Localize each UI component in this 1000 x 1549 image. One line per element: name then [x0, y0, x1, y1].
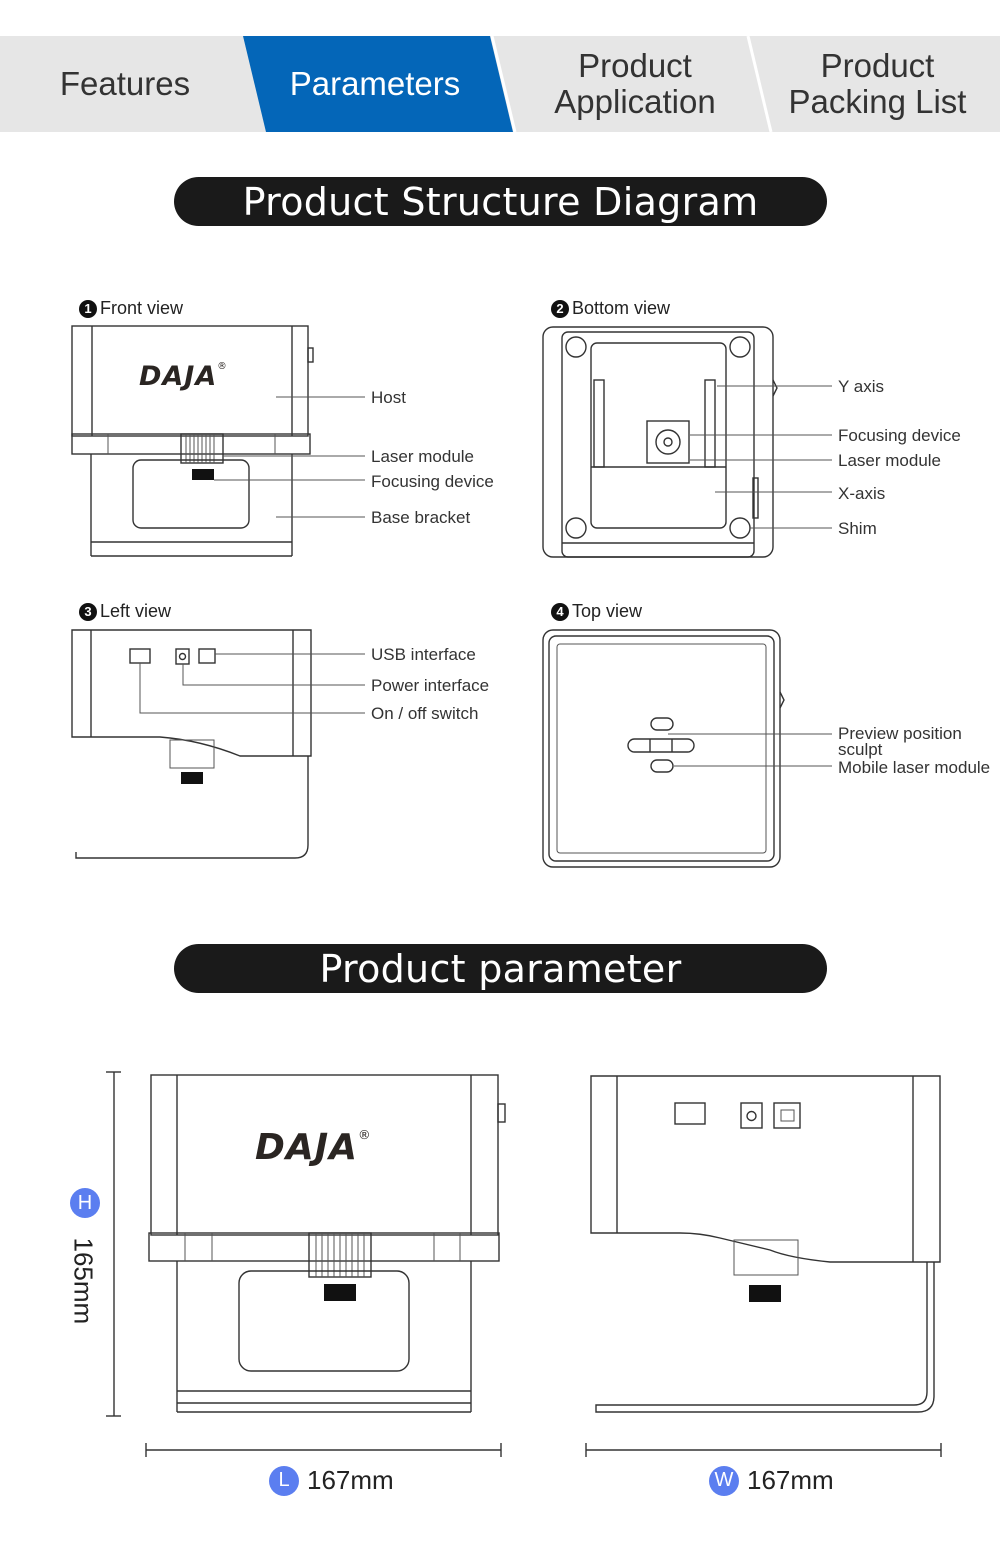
tab-label: Product Application — [554, 47, 716, 120]
active-tab-bg — [243, 36, 513, 132]
width-badge: W — [709, 1465, 739, 1496]
length-dimension: L 167mm — [269, 1465, 394, 1496]
callout-shim: Shim — [838, 519, 877, 538]
number-badge: 3 — [79, 602, 97, 621]
height-badge: H — [70, 1188, 100, 1218]
usb-port-icon — [198, 648, 216, 664]
brand-text: DAJA — [139, 361, 218, 392]
section-title-text: Product parameter — [319, 946, 682, 991]
callout-host: Host — [371, 388, 406, 407]
callout-power-interface: Power interface — [371, 676, 490, 695]
registered-mark: ® — [358, 1127, 372, 1142]
height-badge-letter: H — [70, 1188, 100, 1218]
tab-product-packing-list[interactable]: Product Packing List — [770, 36, 985, 132]
brand-text: DAJA — [255, 1127, 358, 1168]
tab-label: Product Packing List — [788, 47, 967, 120]
section-title-structure: Product Structure Diagram — [174, 177, 827, 226]
view-title-text: Bottom view — [572, 298, 671, 318]
tab-parameters[interactable]: Parameters — [255, 36, 495, 132]
tab-label: Parameters — [289, 65, 461, 102]
callout-focusing-device: Focusing device — [838, 426, 961, 445]
callout-laser-module: Laser module — [371, 447, 475, 466]
bottom-view-title: 2 Bottom view — [551, 298, 670, 319]
tab-features[interactable]: Features — [20, 36, 230, 132]
focusing-knob — [192, 469, 214, 480]
callout-focusing-device: Focusing device — [371, 472, 494, 491]
top-view-title: 4 Top view — [551, 601, 642, 622]
section-title-parameter: Product parameter — [174, 944, 827, 993]
view-title-text: Left view — [100, 601, 172, 621]
length-value: 167mm — [307, 1465, 394, 1495]
number-badge: 1 — [79, 299, 97, 318]
callout-usb-interface: USB interface — [371, 645, 476, 664]
width-value: 167mm — [747, 1465, 834, 1495]
tab-label: Features — [59, 65, 191, 102]
callout-x-axis: X-axis — [838, 484, 886, 503]
number-badge: 4 — [551, 602, 569, 621]
callout-laser-module: Laser module — [838, 451, 942, 470]
callout-preview-position-sculpt: Preview position sculpt — [838, 724, 962, 759]
view-title-text: Top view — [572, 601, 643, 621]
brand-logo: DAJA® — [139, 361, 228, 392]
width-dimension: W 167mm — [709, 1465, 834, 1496]
tab-bar: Features Parameters Product Application … — [0, 35, 1000, 133]
brand-logo-large: DAJA® — [255, 1127, 372, 1168]
callout-mobile-laser-module: Mobile laser module — [838, 758, 991, 777]
tab-shapes — [243, 35, 773, 133]
view-title-text: Front view — [100, 298, 184, 318]
tab-product-application[interactable]: Product Application — [530, 36, 740, 132]
section-title-text: Product Structure Diagram — [242, 179, 759, 224]
length-badge: L — [269, 1465, 299, 1496]
registered-mark: ® — [217, 361, 228, 372]
callout-y-axis: Y axis — [838, 377, 884, 396]
left-view-title: 3 Left view — [79, 601, 171, 622]
callout-base-bracket: Base bracket — [371, 508, 471, 527]
callout-on-off-switch: On / off switch — [371, 704, 479, 723]
front-view-title: 1 Front view — [79, 298, 183, 319]
control-pad — [627, 717, 695, 773]
number-badge: 2 — [551, 299, 569, 318]
